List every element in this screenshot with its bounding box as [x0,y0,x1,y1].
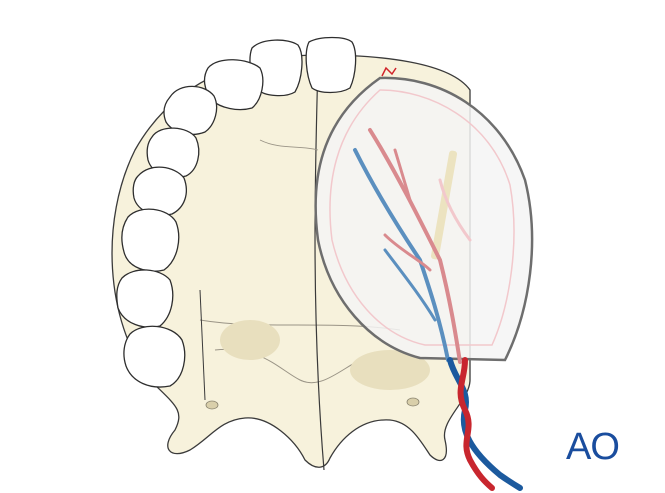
tooth [146,127,200,178]
teeth [116,36,357,388]
tooth [116,269,174,328]
ao-logo: AO [566,426,620,468]
tooth [305,36,357,94]
tooth [121,208,180,272]
palatal-flap [314,76,534,362]
flap-vessels [353,128,472,364]
tooth [132,166,187,216]
pedicle-vessels [447,357,523,491]
tooth [123,325,186,388]
tooth [163,85,218,136]
incision-marker [381,66,397,77]
